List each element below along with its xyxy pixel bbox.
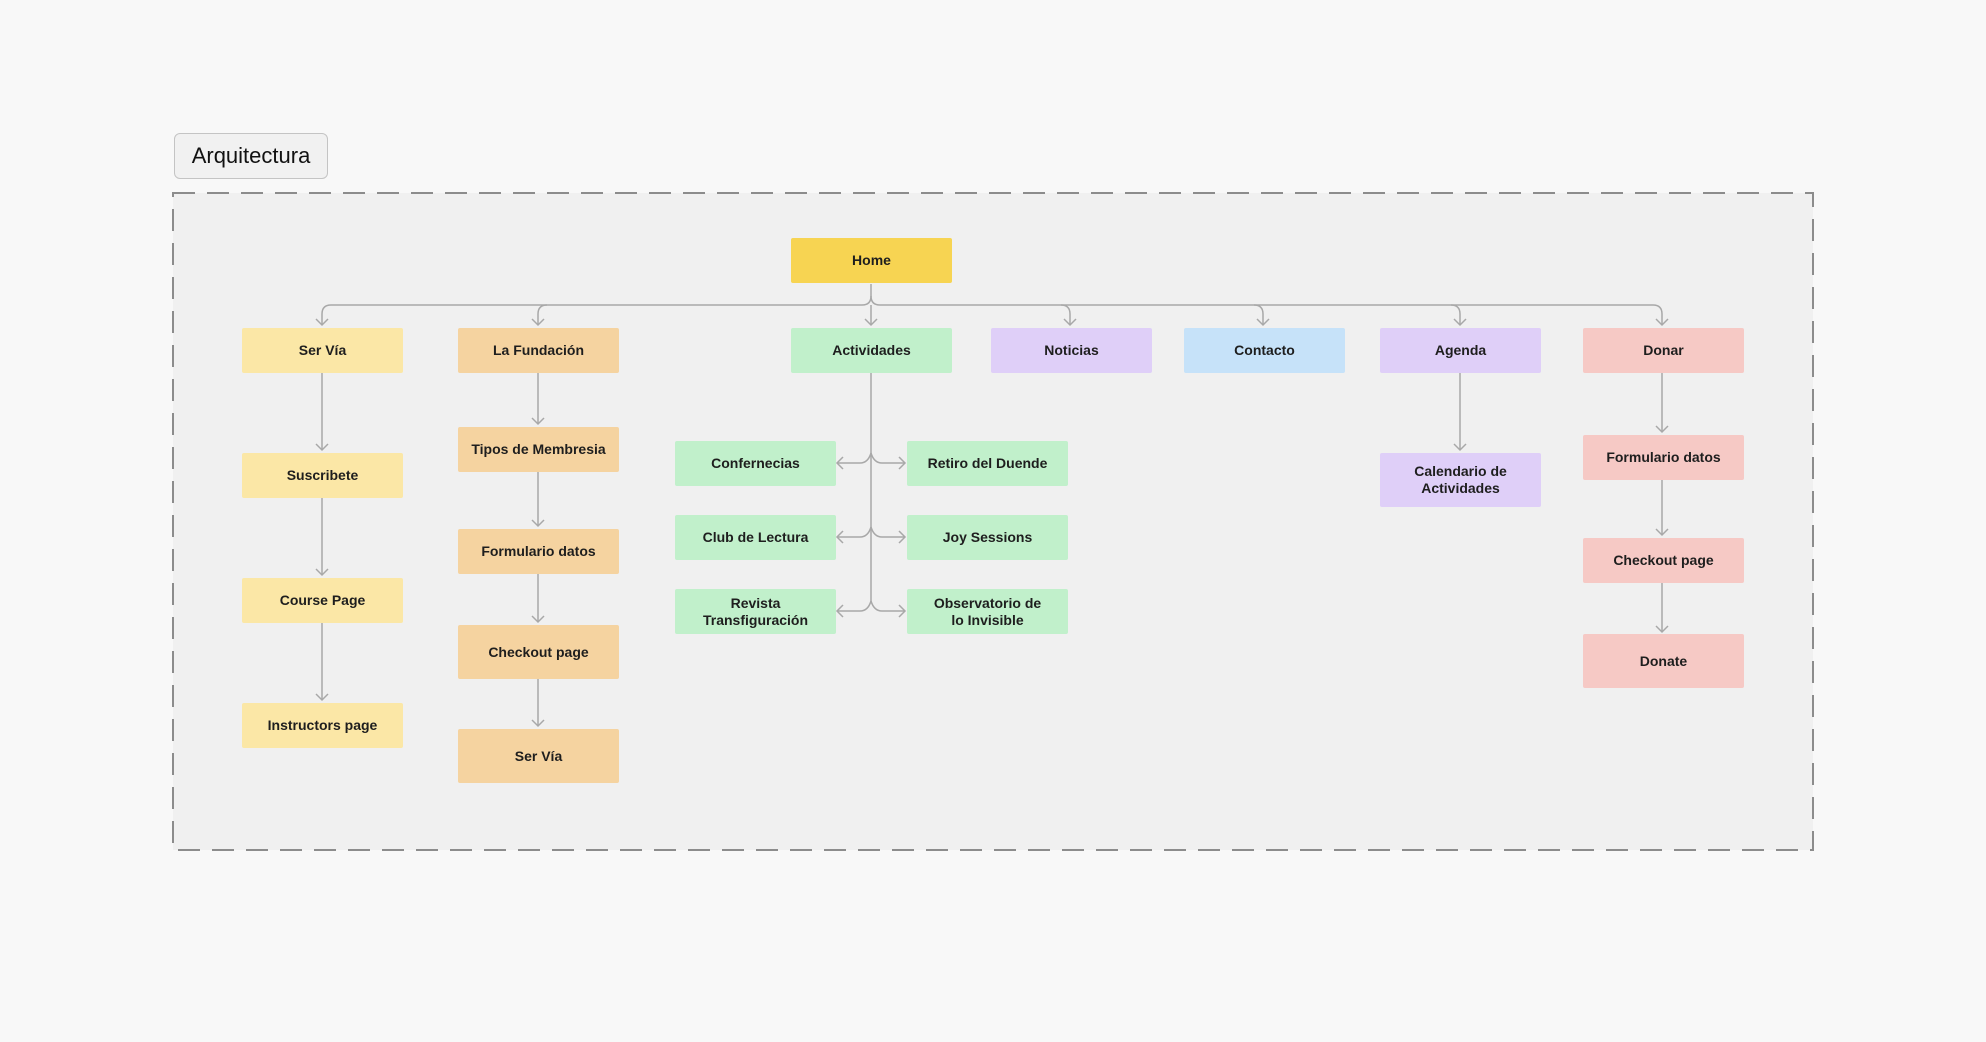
arrowhead: [531, 719, 545, 728]
connector-to-confernecias: [837, 452, 872, 464]
connector-to-observatorio: [870, 600, 905, 612]
arrowhead: [1655, 625, 1669, 634]
arrowhead: [898, 530, 907, 544]
arrowhead: [315, 318, 329, 327]
arrowhead: [864, 318, 878, 327]
section-title[interactable]: Arquitectura: [174, 133, 328, 179]
connector-to-la-fundacion: [537, 304, 548, 325]
node-calendario-de-actividades[interactable]: Calendario de Actividades: [1380, 453, 1541, 507]
arrowhead: [1453, 443, 1467, 452]
connector-home-trunk: [321, 284, 872, 325]
connector-to-club-lectura: [837, 526, 872, 538]
node-agenda[interactable]: Agenda: [1380, 328, 1541, 373]
connector-to-retiro: [870, 452, 905, 464]
section-border: [172, 192, 1814, 851]
node-club-de-lectura[interactable]: Club de Lectura: [675, 515, 836, 560]
arrowhead: [531, 417, 545, 426]
node-donar-formulario-datos[interactable]: Formulario datos: [1583, 435, 1744, 480]
node-retiro-del-duende[interactable]: Retiro del Duende: [907, 441, 1068, 486]
connector-to-revista: [837, 600, 872, 612]
connector-to-agenda: [1450, 304, 1461, 325]
arrowhead: [1655, 425, 1669, 434]
arrowhead: [898, 456, 907, 470]
arrowhead: [835, 456, 844, 470]
arrowhead: [1063, 318, 1077, 327]
connector-to-joy-sessions: [870, 526, 905, 538]
node-suscribete[interactable]: Suscribete: [242, 453, 403, 498]
node-confernecias[interactable]: Confernecias: [675, 441, 836, 486]
node-fundacion-formulario-datos[interactable]: Formulario datos: [458, 529, 619, 574]
arrowhead: [315, 568, 329, 577]
node-la-fundacion[interactable]: La Fundación: [458, 328, 619, 373]
arrowhead: [898, 604, 907, 618]
connector-home-right-bus: [870, 295, 1663, 325]
arrowhead: [315, 693, 329, 702]
node-course-page[interactable]: Course Page: [242, 578, 403, 623]
arrowhead: [1655, 528, 1669, 537]
node-instructors-page[interactable]: Instructors page: [242, 703, 403, 748]
connector-to-contacto: [1253, 304, 1264, 325]
node-actividades[interactable]: Actividades: [791, 328, 952, 373]
arrowhead: [835, 530, 844, 544]
arrowhead: [531, 519, 545, 528]
arrowhead: [315, 443, 329, 452]
node-donar-checkout-page[interactable]: Checkout page: [1583, 538, 1744, 583]
arrowhead: [531, 615, 545, 624]
arrowhead: [1453, 318, 1467, 327]
node-observatorio-de-lo-invisible[interactable]: Observatorio de lo Invisible: [907, 589, 1068, 634]
connector-to-noticias: [1060, 304, 1071, 325]
node-ser-via[interactable]: Ser Vía: [242, 328, 403, 373]
arrowhead: [531, 318, 545, 327]
node-joy-sessions[interactable]: Joy Sessions: [907, 515, 1068, 560]
arrowhead: [835, 604, 844, 618]
node-donate[interactable]: Donate: [1583, 634, 1744, 688]
node-fundacion-ser-via[interactable]: Ser Vía: [458, 729, 619, 783]
node-revista-transfiguracion[interactable]: Revista Transfiguración: [675, 589, 836, 634]
arrowhead: [1655, 318, 1669, 327]
node-noticias[interactable]: Noticias: [991, 328, 1152, 373]
arrowhead: [1256, 318, 1270, 327]
node-contacto[interactable]: Contacto: [1184, 328, 1345, 373]
node-home[interactable]: Home: [791, 238, 952, 283]
node-fundacion-checkout-page[interactable]: Checkout page: [458, 625, 619, 679]
node-tipos-membresia[interactable]: Tipos de Membresia: [458, 427, 619, 472]
node-donar[interactable]: Donar: [1583, 328, 1744, 373]
